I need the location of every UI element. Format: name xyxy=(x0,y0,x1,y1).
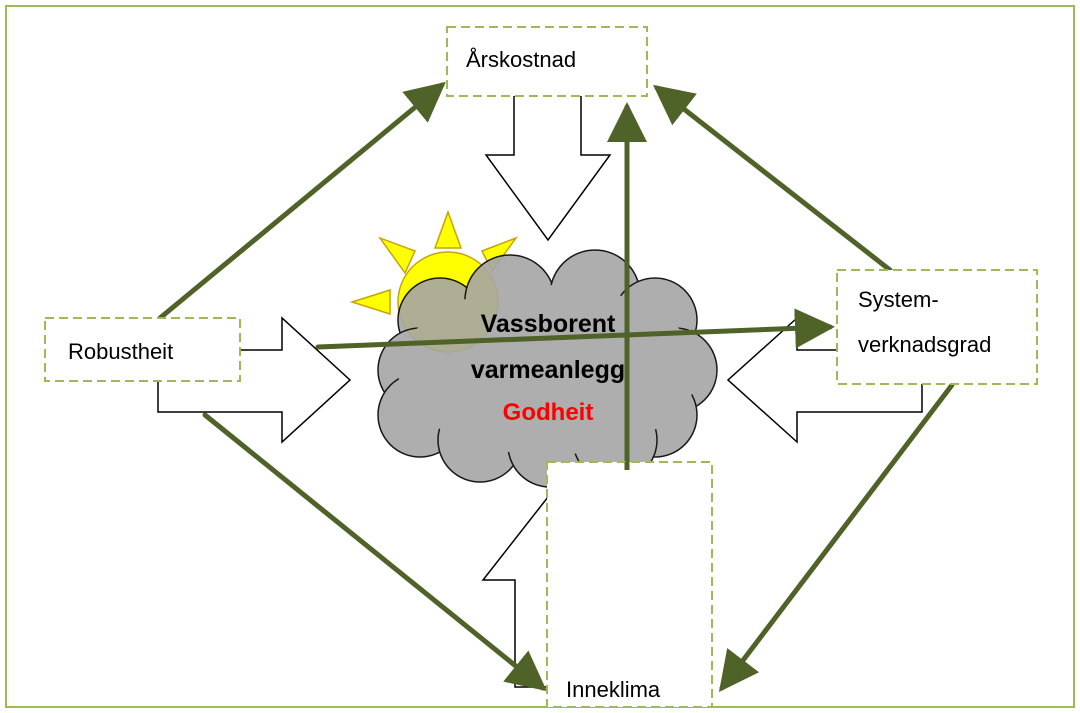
box-arskostnad xyxy=(446,26,648,97)
label-systemverknadsgrad-line2: verknadsgrad xyxy=(858,332,991,357)
label-inneklima: Inneklima xyxy=(566,677,661,702)
box-robustheit xyxy=(44,317,241,382)
label-arskostnad: Årskostnad xyxy=(466,47,576,72)
box-systemverknadsgrad xyxy=(836,269,1038,385)
label-systemverknadsgrad-line1: System- xyxy=(858,287,939,312)
center-label-line1: Vassborent xyxy=(481,310,616,338)
block-arrow-left-to-center xyxy=(157,316,352,444)
block-arrow-top-to-center xyxy=(484,92,612,242)
connector-robustheit-to-systemverknadsgrad xyxy=(315,308,835,350)
diagram-frame xyxy=(5,5,1075,708)
center-label-line2: varmeanlegg xyxy=(471,356,625,384)
connector-systemverknadsgrad-to-arskostnad xyxy=(653,84,893,273)
connector-robustheit-to-inneklima xyxy=(202,412,547,692)
box-inneklima-main xyxy=(546,461,713,708)
connector-robustheit-to-arskostnad xyxy=(157,81,446,321)
connector-systemverknadsgrad-to-inneklima xyxy=(718,382,955,692)
label-robustheit: Robustheit xyxy=(68,339,173,364)
connector-arrows xyxy=(157,81,955,692)
center-label-line3: Godheit xyxy=(503,399,594,426)
